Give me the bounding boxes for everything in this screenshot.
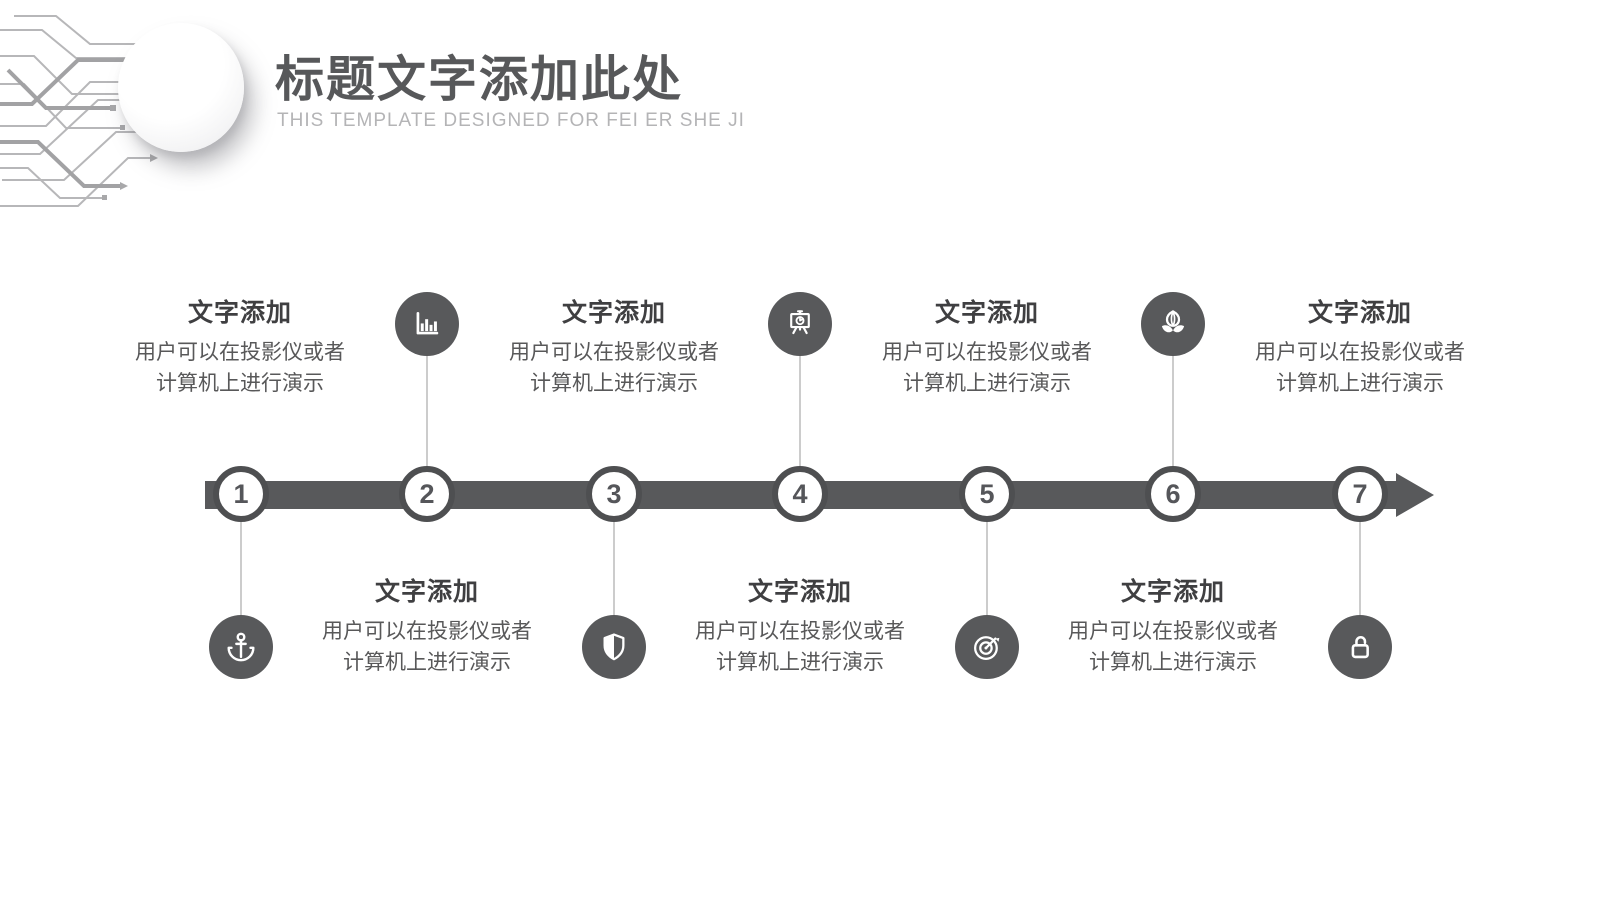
step-title: 文字添加: [1120, 578, 1225, 606]
step-title: 文字添加: [934, 299, 1039, 327]
node-number: 1: [233, 478, 249, 509]
connector-node-1: [240, 521, 242, 617]
step-7-text: 文字添加 用户可以在投影仪或者 计算机上进行演示: [1195, 293, 1525, 399]
step-body-line2: 计算机上进行演示: [903, 372, 1071, 395]
page-title: 标题文字添加此处: [275, 53, 684, 107]
connector-node-4: [799, 352, 801, 468]
step-body-line2: 计算机上进行演示: [1276, 372, 1444, 395]
timeline-node-5: 5: [959, 466, 1015, 522]
shield-icon: [582, 615, 646, 679]
node-number: 2: [419, 478, 435, 509]
timeline-arrow-icon: [1396, 473, 1434, 517]
step-5-text: 文字添加 用户可以在投影仪或者 计算机上进行演示: [822, 293, 1152, 399]
step-body-line2: 计算机上进行演示: [156, 372, 324, 395]
step-body-line2: 计算机上进行演示: [343, 651, 511, 674]
bar-chart-icon: [395, 292, 459, 356]
step-title: 文字添加: [374, 578, 479, 606]
step-body-line2: 计算机上进行演示: [716, 651, 884, 674]
timeline-node-7: 7: [1332, 466, 1388, 522]
step-body-line1: 用户可以在投影仪或者: [135, 341, 345, 364]
step-title: 文字添加: [1307, 299, 1412, 327]
step-body-line1: 用户可以在投影仪或者: [1255, 341, 1465, 364]
node-number: 4: [792, 478, 808, 509]
connector-node-2: [426, 352, 428, 468]
step-body-line1: 用户可以在投影仪或者: [882, 341, 1092, 364]
timeline-node-1: 1: [213, 466, 269, 522]
plant-icon: [1141, 292, 1205, 356]
step-3-text: 文字添加 用户可以在投影仪或者 计算机上进行演示: [449, 293, 779, 399]
step-title: 文字添加: [187, 299, 292, 327]
step-body-line2: 计算机上进行演示: [530, 372, 698, 395]
step-body-line1: 用户可以在投影仪或者: [322, 620, 532, 643]
step-title: 文字添加: [747, 578, 852, 606]
connector-node-6: [1172, 352, 1174, 468]
unlock-icon: [1328, 615, 1392, 679]
timeline-node-3: 3: [586, 466, 642, 522]
step-4-text: 文字添加 用户可以在投影仪或者 计算机上进行演示: [635, 572, 965, 678]
timeline-node-6: 6: [1145, 466, 1201, 522]
step-title: 文字添加: [561, 299, 666, 327]
step-body-line1: 用户可以在投影仪或者: [695, 620, 905, 643]
step-2-text: 文字添加 用户可以在投影仪或者 计算机上进行演示: [262, 572, 592, 678]
node-number: 3: [606, 478, 622, 509]
decor-circle: [118, 23, 244, 152]
connector-node-5: [986, 521, 988, 617]
presentation-chart-icon: [768, 292, 832, 356]
step-1-text: 文字添加 用户可以在投影仪或者 计算机上进行演示: [75, 293, 405, 399]
step-body-line2: 计算机上进行演示: [1089, 651, 1257, 674]
node-number: 5: [979, 478, 995, 509]
node-number: 6: [1165, 478, 1181, 509]
page-subtitle: THIS TEMPLATE DESIGNED FOR FEI ER SHE JI: [277, 110, 745, 131]
step-body-line1: 用户可以在投影仪或者: [509, 341, 719, 364]
target-icon: [955, 615, 1019, 679]
timeline-node-4: 4: [772, 466, 828, 522]
step-6-text: 文字添加 用户可以在投影仪或者 计算机上进行演示: [1008, 572, 1338, 678]
connector-node-7: [1359, 521, 1361, 617]
node-number: 7: [1352, 478, 1368, 509]
anchor-icon: [209, 615, 273, 679]
step-body-line1: 用户可以在投影仪或者: [1068, 620, 1278, 643]
timeline-node-2: 2: [399, 466, 455, 522]
connector-node-3: [613, 521, 615, 617]
